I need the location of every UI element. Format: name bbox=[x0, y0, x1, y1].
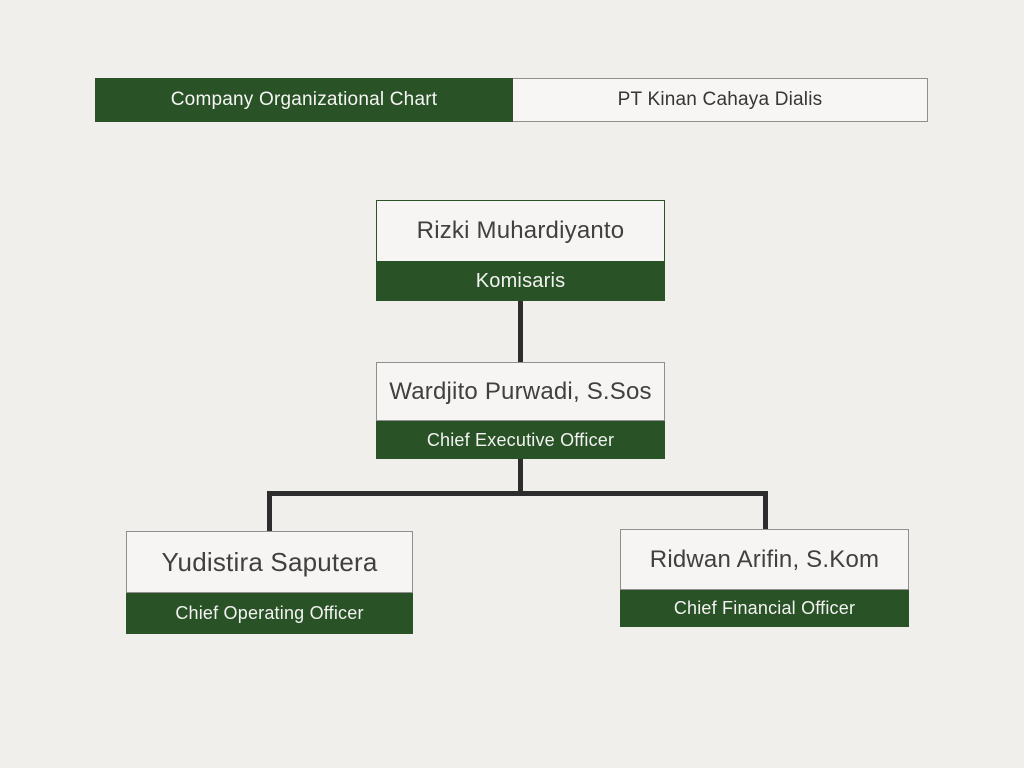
node-title-ceo: Chief Executive Officer bbox=[376, 421, 665, 459]
node-title-komisaris: Komisaris bbox=[376, 262, 665, 301]
node-name-komisaris: Rizki Muhardiyanto bbox=[376, 200, 665, 262]
company-name: PT Kinan Cahaya Dialis bbox=[513, 78, 928, 122]
connector-drop-cfo bbox=[763, 491, 768, 530]
connector-komisaris-ceo bbox=[518, 301, 523, 363]
node-title-coo: Chief Operating Officer bbox=[126, 593, 413, 634]
org-node-komisaris: Rizki Muhardiyanto Komisaris bbox=[376, 200, 665, 301]
node-name-ceo: Wardjito Purwadi, S.Sos bbox=[376, 362, 665, 421]
node-name-cfo: Ridwan Arifin, S.Kom bbox=[620, 529, 909, 590]
node-title-cfo: Chief Financial Officer bbox=[620, 590, 909, 627]
connector-ceo-stub bbox=[518, 459, 523, 494]
org-node-ceo: Wardjito Purwadi, S.Sos Chief Executive … bbox=[376, 362, 665, 459]
header-bar: Company Organizational Chart PT Kinan Ca… bbox=[95, 78, 928, 122]
org-node-cfo: Ridwan Arifin, S.Kom Chief Financial Off… bbox=[620, 529, 909, 627]
connector-horizontal bbox=[267, 491, 768, 496]
org-node-coo: Yudistira Saputera Chief Operating Offic… bbox=[126, 531, 413, 634]
connector-drop-coo bbox=[267, 491, 272, 532]
chart-title: Company Organizational Chart bbox=[95, 78, 513, 122]
node-name-coo: Yudistira Saputera bbox=[126, 531, 413, 593]
